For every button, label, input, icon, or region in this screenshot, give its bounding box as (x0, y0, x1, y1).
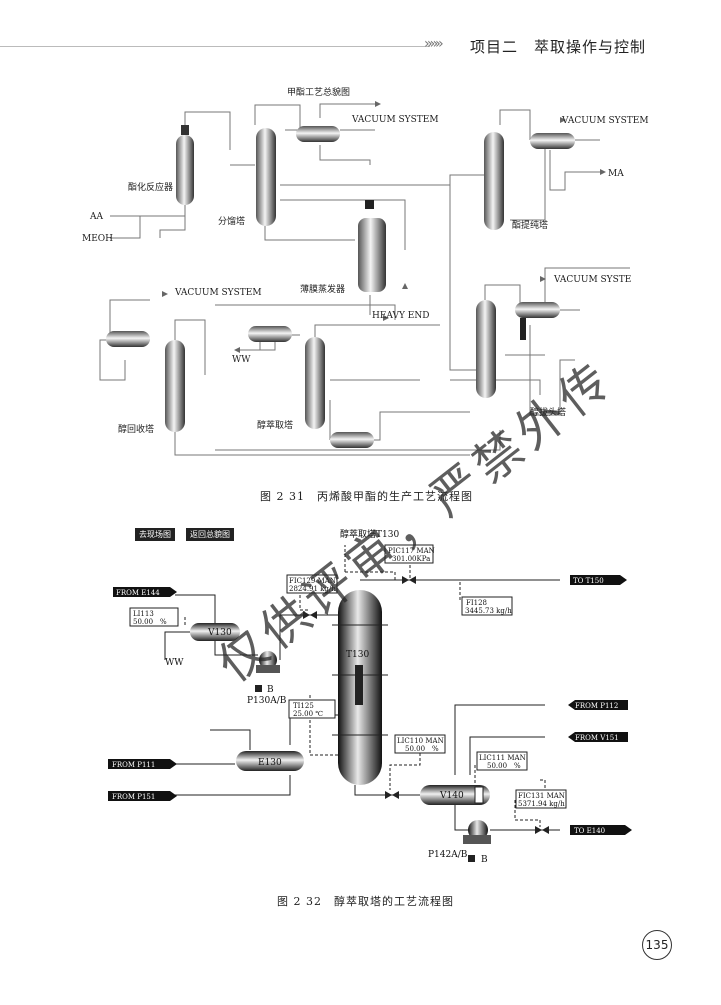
fic129-tag: FIC129 MAN (289, 577, 336, 585)
figure-1-caption: 图 2 31 丙烯酸甲酯的生产工艺流程图 (260, 490, 473, 503)
from-v151-label: FROM V151 (575, 734, 619, 742)
vacuum-label: VACUUM SYSTEM (174, 288, 262, 298)
from-p151-label: FROM P151 (112, 793, 155, 801)
from-p112-label: FROM P112 (575, 702, 618, 710)
alcohol-extraction-label: 醇萃取塔 (257, 419, 293, 431)
lic110-tag: LIC110 MAN (397, 737, 444, 745)
li113-value: 50.00 % (133, 618, 167, 626)
p142-label: P142A/B (428, 850, 468, 860)
lic111-value: 50.00 % (487, 762, 521, 770)
pic117-tag: PIC117 MAN (388, 547, 435, 555)
figure-2-flowsheet: FROM E144 FROM P111 FROM P151 FROM P112 … (108, 528, 632, 865)
evaporator-label: 薄膜蒸发器 (300, 283, 345, 295)
pic117-value: 301.00KPa (392, 555, 430, 563)
from-e144-label: FROM E144 (116, 589, 160, 597)
t130-title: 醇萃取塔T130 (340, 528, 399, 540)
alcohol-stripper-label: 醇拔头塔 (530, 406, 566, 418)
ww-label: WW (232, 355, 251, 365)
lic111-tag: LIC111 MAN (479, 754, 526, 762)
alcohol-recovery-label: 醇回收塔 (118, 423, 154, 435)
back-overview-button[interactable]: 返回总貌图 (186, 528, 234, 541)
overview-title: 甲酯工艺总貌图 (287, 86, 350, 98)
ti125-tag: TI125 (293, 702, 314, 710)
p130-label: P130A/B (247, 696, 287, 706)
ww-label: WW (165, 658, 184, 668)
fic131-value: 5371.94 kg/h (518, 800, 565, 808)
to-e140-label: TO E140 (574, 827, 605, 835)
from-p111-label: FROM P111 (112, 761, 155, 769)
li113-tag: LI113 (133, 610, 154, 618)
header-rule (0, 46, 430, 47)
pump-b-label: B (481, 855, 488, 865)
chevron-arrows-icon: »»» (424, 36, 444, 52)
e130-label: E130 (258, 758, 282, 768)
meoh-label: MEOH (82, 234, 113, 244)
t130-label: T130 (346, 650, 369, 660)
v130-label: V130 (207, 628, 232, 638)
ester-column-label: 酯提纯塔 (512, 219, 548, 231)
chapter-title: 项目二 萃取操作与控制 (470, 38, 647, 56)
fi128-tag: FI128 (466, 599, 487, 607)
lic110-value: 50.00 % (405, 745, 439, 753)
fic129-value: 2824.91 kg/h (289, 585, 336, 593)
aa-label: AA (89, 212, 103, 222)
vacuum-label: VACUUM SYSTEM (561, 116, 649, 126)
fic131-tag: FIC131 MAN (518, 792, 565, 800)
fractionator-label: 分馏塔 (218, 215, 245, 227)
reactor-label: 酯化反应器 (128, 181, 173, 193)
figure-2-caption: 图 2 32 醇萃取塔的工艺流程图 (277, 895, 454, 908)
fi128-value: 3445.73 kg/h (465, 607, 512, 615)
page-number: 135 (642, 930, 672, 960)
vacuum-label: VACUUM SYSTEM (351, 115, 439, 125)
v140-label: V140 (439, 791, 464, 801)
figure-1-flowsheet: 甲酯工艺总貌图 VACUUM SYSTEM VACUUM SYSTEM VACU… (82, 86, 649, 456)
ti125-value: 25.00 ℃ (293, 710, 323, 718)
pump-b-label: B (267, 685, 274, 695)
heavy-end-label: HEAVY END (372, 311, 429, 321)
ma-label: MA (608, 169, 624, 179)
vacuum-label: VACUUM SYSTE (553, 275, 631, 285)
to-t150-label: TO T150 (573, 577, 604, 585)
go-site-button[interactable]: 去现场图 (135, 528, 175, 541)
